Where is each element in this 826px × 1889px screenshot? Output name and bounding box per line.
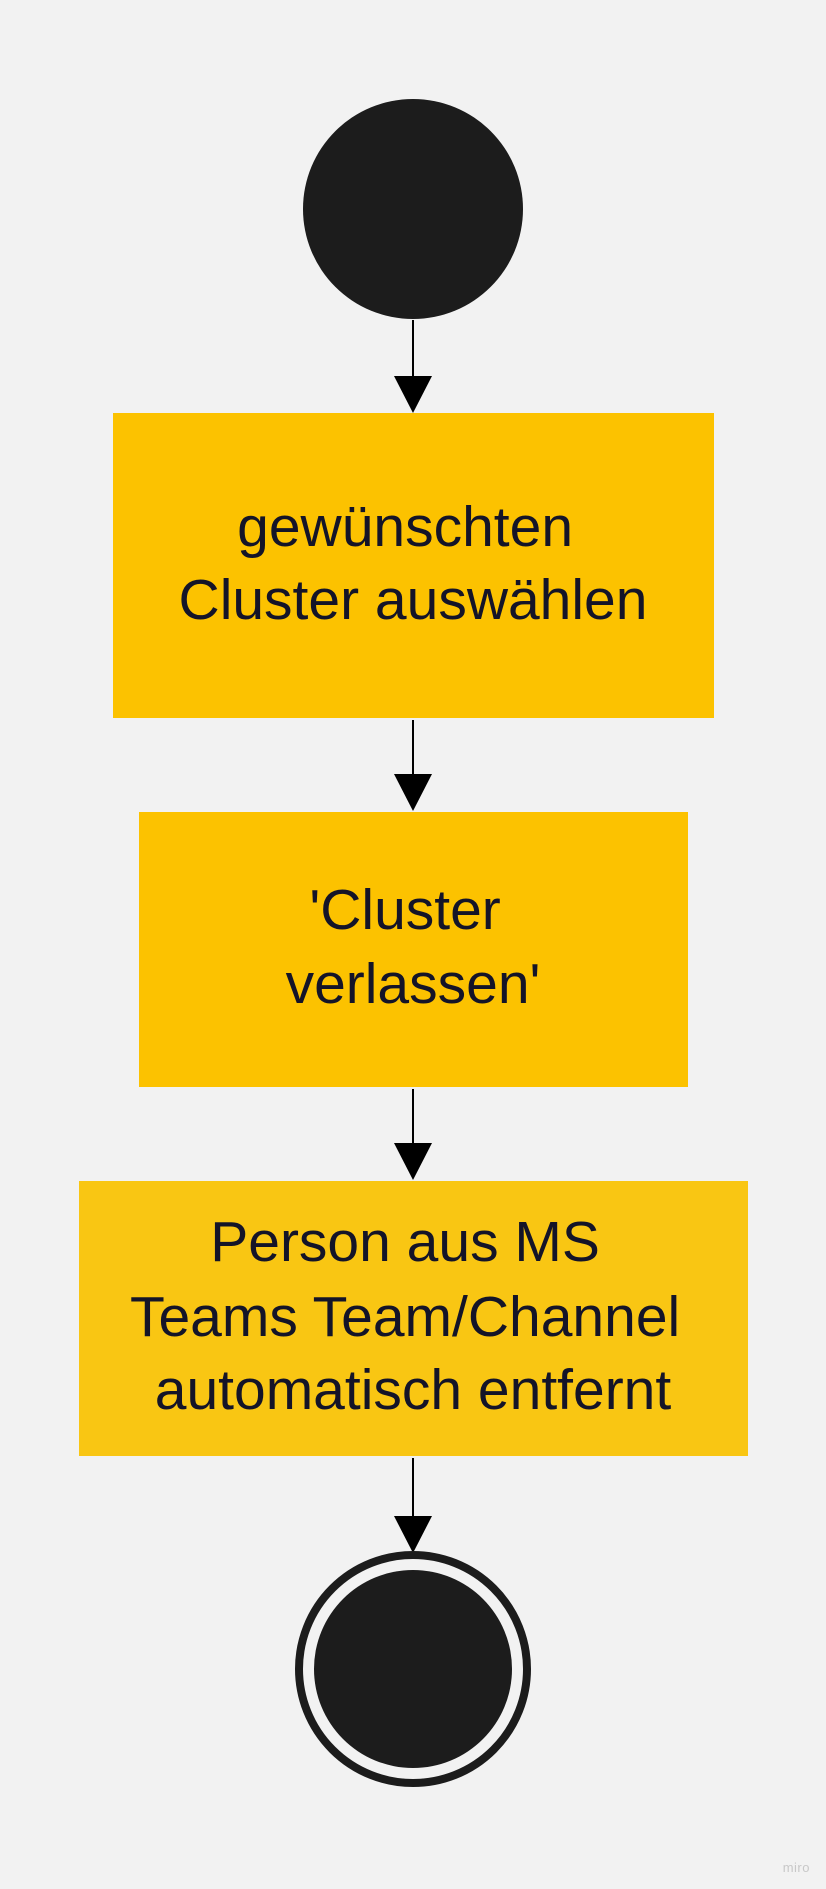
action-label: 'Cluster verlassen': [286, 878, 541, 1016]
action-node-leave-cluster: 'Cluster verlassen': [139, 812, 688, 1087]
miro-watermark: miro: [782, 1860, 810, 1875]
edges: [394, 320, 432, 1553]
arrowhead-step2-to-step3: [394, 1143, 432, 1180]
action-node-select-cluster: gewünschten Cluster auswählen: [113, 413, 714, 718]
arrowhead-step1-to-step2: [394, 774, 432, 811]
end-node-core: [314, 1570, 512, 1768]
action-box: [139, 812, 688, 1087]
action-label: Person aus MS Teams Team/Channel automat…: [130, 1210, 696, 1422]
action-node-person-removed: Person aus MS Teams Team/Channel automat…: [79, 1181, 748, 1456]
action-label-line: verlassen': [286, 952, 541, 1016]
action-box: [79, 1181, 748, 1456]
action-box: [113, 413, 714, 718]
action-label-line: gewünschten: [237, 495, 573, 559]
start-node: [303, 99, 523, 319]
arrowhead-start-to-step1: [394, 376, 432, 413]
action-label-line: Teams Team/Channel: [130, 1285, 680, 1349]
arrowhead-step3-to-end: [394, 1516, 432, 1553]
action-label: gewünschten Cluster auswählen: [179, 495, 648, 632]
action-label-line: Cluster auswählen: [179, 568, 648, 632]
action-label-line: Person aus MS: [210, 1210, 600, 1274]
action-label-line: automatisch entfernt: [155, 1358, 672, 1422]
action-label-line: 'Cluster: [309, 878, 500, 942]
end-node: [295, 1551, 531, 1787]
